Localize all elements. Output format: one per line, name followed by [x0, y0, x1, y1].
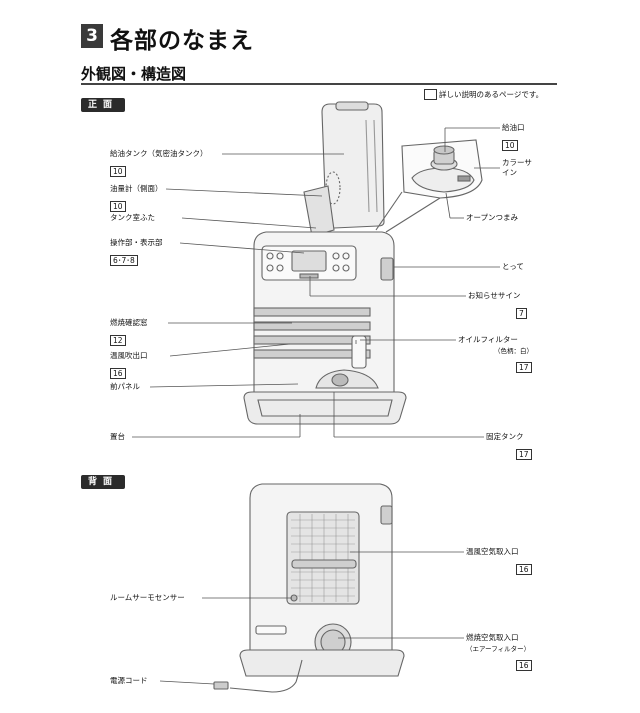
- sensor-label: ルームサーモセンサー: [110, 593, 185, 602]
- back-heater-illustration: [213, 483, 405, 693]
- handle-label: とって: [502, 262, 524, 271]
- section-title: 各部のなまえ: [110, 28, 254, 54]
- fuel-cap-label: 給油口 10: [502, 123, 525, 151]
- front-panel-label: 前パネル: [110, 382, 140, 391]
- air-intake-label: 温風空気取入口 16: [466, 547, 532, 576]
- fuel-gauge-label: 油量計（側面） 10: [110, 184, 163, 212]
- front-tag: 正面: [81, 98, 125, 112]
- notify-sign-label: お知らせサイン 7: [468, 291, 527, 320]
- oil-filter-label: オイルフィルター （色柄：白） 17: [458, 335, 533, 373]
- legend-text: 詳しい説明のあるページです。: [439, 90, 544, 99]
- back-tag: 背面: [81, 475, 125, 489]
- open-knob-label: オープンつまみ: [466, 213, 519, 222]
- outlet-label: 温風吹出口 16: [110, 351, 148, 379]
- color-sign-label: カラーサイン: [502, 158, 532, 177]
- combustion-intake-label: 燃焼空気取入口 （エアーフィルター） 16: [466, 633, 532, 671]
- window-label: 燃焼確認窓 12: [110, 318, 148, 346]
- base-label: 置台: [110, 432, 125, 441]
- power-cord-label: 電源コード: [110, 676, 148, 685]
- tank-lid-label: タンク室ふた: [110, 213, 155, 222]
- fuel-cap-inset-illustration: [375, 139, 483, 233]
- section-number: 3: [81, 24, 103, 48]
- front-heater-illustration: [243, 101, 407, 425]
- fixed-tank-label: 固定タンク 17: [486, 432, 532, 461]
- control-panel-label: 操作部・表示部 6･7･8: [110, 238, 163, 266]
- subtitle-rule: [81, 83, 557, 85]
- fuel-tank-label: 給油タンク（気密油タンク） 10: [110, 149, 208, 177]
- subtitle: 外観図・構造図: [81, 65, 187, 83]
- legend-box: [424, 89, 437, 100]
